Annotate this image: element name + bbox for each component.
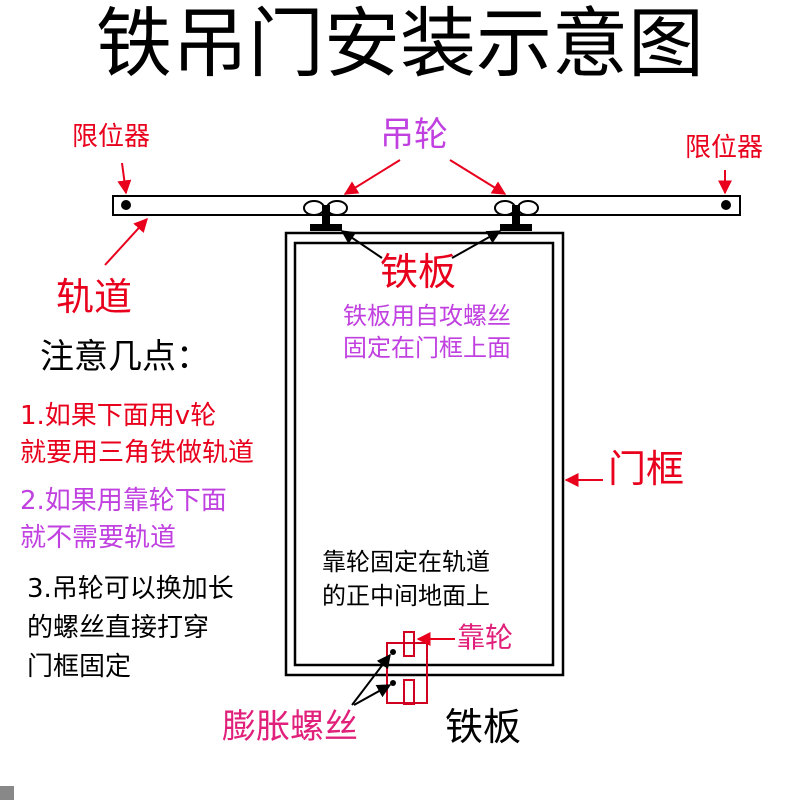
limiter-right-dot (721, 200, 731, 210)
arrow-pulley-left (343, 159, 401, 195)
limiter-left-label: 限位器 (72, 122, 151, 152)
guide-wheel-note-line-1: 靠轮固定在轨道 (322, 548, 490, 576)
notes-heading: 注意几点： (40, 337, 210, 377)
bottom-iron-plate-label: 铁板 (445, 705, 522, 749)
note-item-3-line-3: 门框固定 (27, 652, 132, 682)
guide-wheel-note: 靠轮固定在轨道 的正中间地面上 (322, 545, 490, 613)
corner-mark (0, 786, 14, 800)
arrow-limiter-left (117, 162, 132, 195)
guide-wheel-assembly (386, 631, 428, 705)
iron-plate-note: 铁板用自攻螺丝 固定在门框上面 (343, 300, 511, 364)
track-rail (112, 195, 741, 216)
note-item-2-line-1: 2.如果用靠轮下面 (20, 486, 227, 516)
pulley-left (303, 200, 348, 231)
note-item-2-line-2: 就不需要轨道 (20, 523, 177, 553)
track-label: 轨道 (56, 275, 133, 319)
door-frame-inner (293, 241, 555, 667)
pulley-right (494, 200, 539, 231)
arrow-pulley-right (449, 159, 507, 195)
expansion-screw-label: 膨胀螺丝 (222, 707, 358, 747)
limiter-right-label: 限位器 (685, 133, 764, 163)
iron-plate-note-line-2: 固定在门框上面 (343, 334, 511, 362)
arrow-track (104, 217, 148, 266)
arrow-screw-upper (351, 653, 391, 706)
arrow-plate-left (340, 230, 383, 259)
note-item-1-line-2: 就要用三角铁做轨道 (20, 438, 255, 468)
iron-plate-label: 铁板 (380, 250, 457, 294)
arrow-screw-lower (353, 684, 392, 706)
door-frame-outer (284, 231, 565, 677)
guide-wheel-note-line-2: 的正中间地面上 (322, 582, 490, 610)
note-item-2: 2.如果用靠轮下面 就不需要轨道 (20, 483, 227, 557)
note-item-1: 1.如果下面用v轮 就要用三角铁做轨道 (20, 398, 254, 472)
pulley-label: 吊轮 (380, 115, 448, 155)
note-item-1-line-1: 1.如果下面用v轮 (20, 401, 217, 431)
door-frame-label: 门框 (608, 447, 685, 491)
note-item-3: 3.吊轮可以换加长 的螺丝直接打穿 门框固定 (27, 570, 234, 687)
guide-wheel-label: 靠轮 (457, 621, 514, 654)
arrow-plate-right (451, 230, 502, 259)
limiter-left-dot (121, 200, 131, 210)
iron-plate-note-line-1: 铁板用自攻螺丝 (343, 302, 511, 330)
diagram-title: 铁吊门安装示意图 (96, 0, 704, 88)
note-item-3-line-2: 的螺丝直接打穿 (27, 613, 210, 643)
note-item-3-line-1: 3.吊轮可以换加长 (27, 574, 234, 604)
